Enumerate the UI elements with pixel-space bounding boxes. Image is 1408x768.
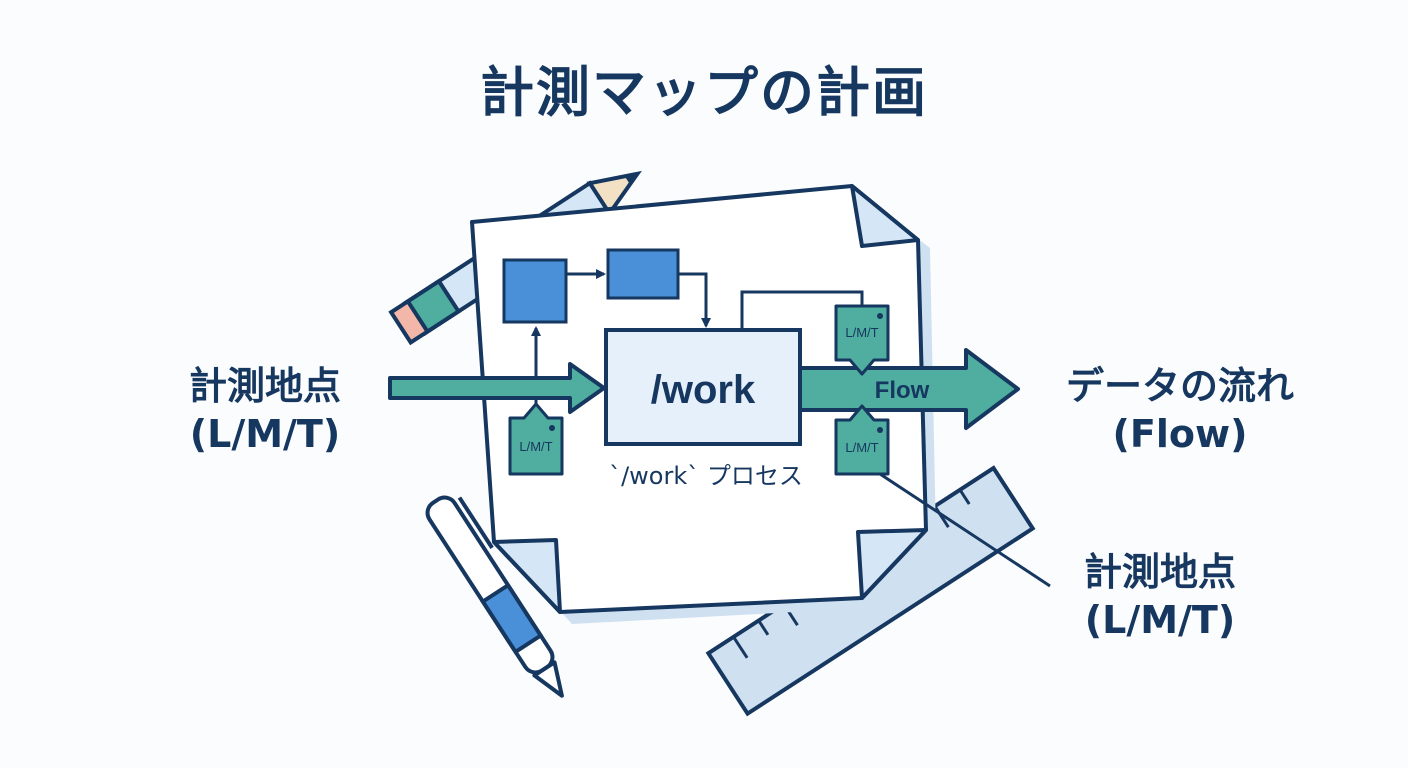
work-process-box <box>604 328 802 446</box>
svg-text:L/M/T: L/M/T <box>845 440 878 455</box>
bottom-measurement-label: 計測地点 (L/M/T) <box>1083 550 1236 642</box>
paper-fold-bottom-right <box>856 528 928 600</box>
output-flow-arrow <box>794 348 1020 430</box>
measurement-tag-input: L/M/T <box>508 402 564 476</box>
input-flow-arrow <box>388 362 606 414</box>
svg-text:L/M/T: L/M/T <box>519 439 552 454</box>
process-box-1 <box>502 258 568 324</box>
paper-fold-bottom-left <box>492 538 562 614</box>
connector-work-tag2 <box>740 290 864 330</box>
svg-text:L/M/T: L/M/T <box>845 325 878 340</box>
connector-tag3-callout <box>879 472 1051 588</box>
page-title: 計測マップの計画 <box>480 61 928 124</box>
flow-arrow-label: Flow <box>875 377 930 404</box>
paper-fold-top-right <box>850 184 920 248</box>
pen-icon <box>425 495 564 698</box>
measurement-tag-top: L/M/T <box>834 304 890 376</box>
measurement-tag-bottom: L/M/T <box>834 404 890 476</box>
tag-hole-icon <box>877 427 883 433</box>
process-caption: `/work` プロセス <box>609 462 803 490</box>
work-process-label: /work <box>651 368 756 412</box>
left-measurement-label: 計測地点 (L/M/T) <box>188 364 341 456</box>
tag-hole-icon <box>877 313 883 319</box>
tag-hole-icon <box>549 425 555 431</box>
data-flow-label: データの流れ (Flow) <box>1065 364 1294 456</box>
connector-box2-work <box>678 272 711 328</box>
process-box-2 <box>606 248 680 300</box>
